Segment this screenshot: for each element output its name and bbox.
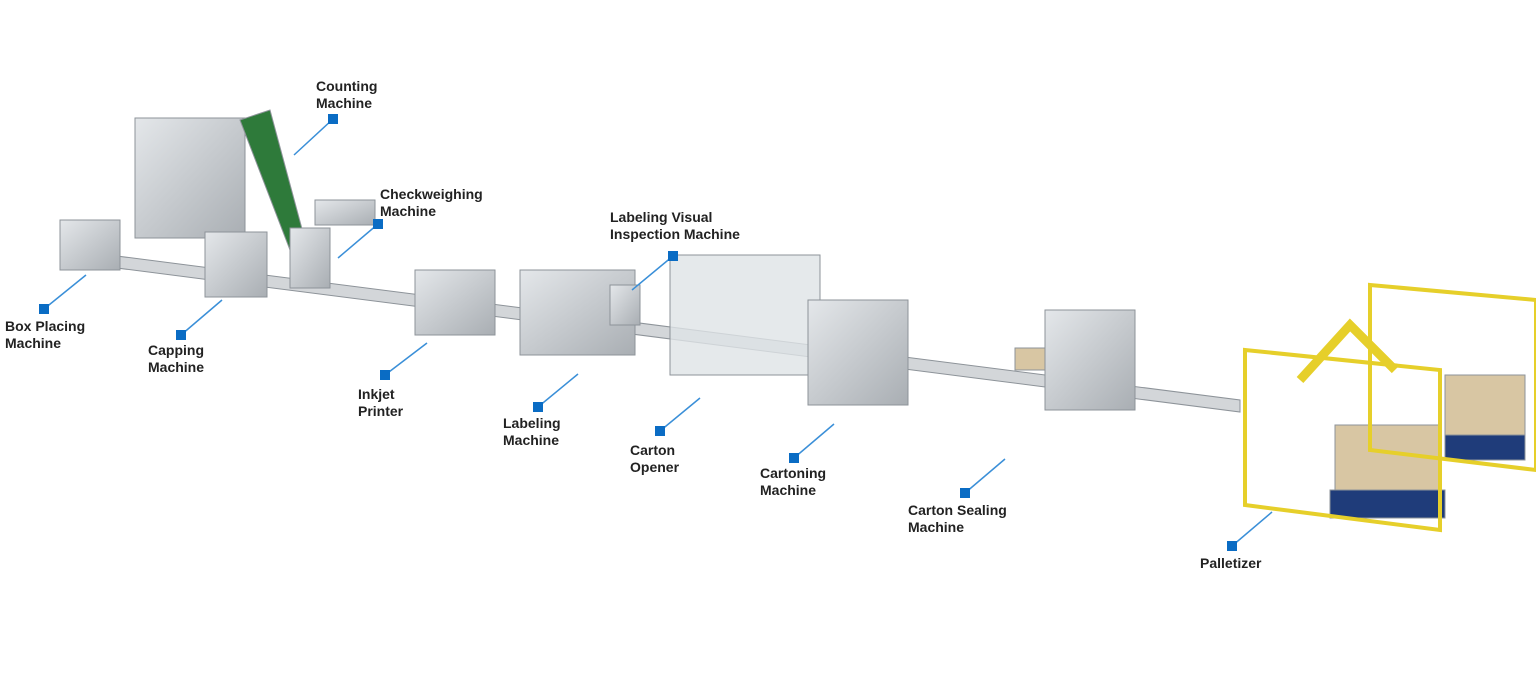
label-carton-opener: Carton Opener [630, 442, 680, 475]
leader-line-box-placing [43, 274, 87, 310]
marker-carton-opener [655, 426, 665, 436]
marker-box-placing [39, 304, 49, 314]
leader-line-cartoning [793, 423, 835, 459]
capping-machine [204, 231, 268, 298]
marker-cartoning [789, 453, 799, 463]
cartoning-machine [807, 299, 909, 406]
label-labeling: Labeling Machine [503, 415, 561, 448]
leader-line-palletizer [1231, 511, 1273, 547]
label-capping: Capping Machine [148, 342, 205, 375]
leader-line-counting [293, 118, 334, 156]
pallet-left [1329, 489, 1446, 519]
labeling-visual-inspection-machine [609, 284, 641, 326]
marker-inkjet-printer [380, 370, 390, 380]
marker-labeling [533, 402, 543, 412]
counting-machine [134, 117, 246, 239]
hopper [314, 199, 376, 226]
marker-labeling-visual-inspection [668, 251, 678, 261]
leader-line-capping [180, 299, 223, 336]
label-counting: Counting Machine [316, 78, 378, 111]
label-labeling-visual-inspection: Labeling Visual Inspection Machine [610, 209, 740, 242]
checkweighing-machine [289, 227, 331, 289]
leader-line-inkjet-printer [384, 342, 428, 376]
pallet-stack-right [1444, 374, 1526, 436]
leader-line-labeling [537, 373, 579, 408]
pallet-right [1444, 434, 1526, 461]
leader-line-checkweighing [337, 223, 379, 259]
guard-fence-front [1243, 347, 1442, 533]
carton-sealing-machine [1044, 309, 1136, 411]
inkjet-printer-machine [414, 269, 496, 336]
label-box-placing: Box Placing Machine [5, 318, 86, 351]
label-cartoning: Cartoning Machine [760, 465, 827, 498]
label-inkjet-printer: Inkjet Printer [358, 386, 404, 419]
carton [1014, 347, 1046, 371]
box-placing-machine [59, 219, 121, 271]
label-checkweighing: Checkweighing Machine [380, 186, 483, 219]
marker-counting [328, 114, 338, 124]
guard-fence-back [1368, 282, 1536, 473]
leader-line-labeling-visual-inspection [631, 255, 674, 291]
robot-arm [1296, 318, 1399, 384]
label-carton-sealing: Carton Sealing Machine [908, 502, 1007, 535]
leader-line-carton-opener [659, 397, 701, 432]
carton-opener-machine [669, 254, 821, 376]
marker-capping [176, 330, 186, 340]
label-palletizer: Palletizer [1200, 555, 1262, 571]
marker-carton-sealing [960, 488, 970, 498]
marker-checkweighing [373, 219, 383, 229]
leader-line-carton-sealing [964, 458, 1006, 494]
marker-palletizer [1227, 541, 1237, 551]
